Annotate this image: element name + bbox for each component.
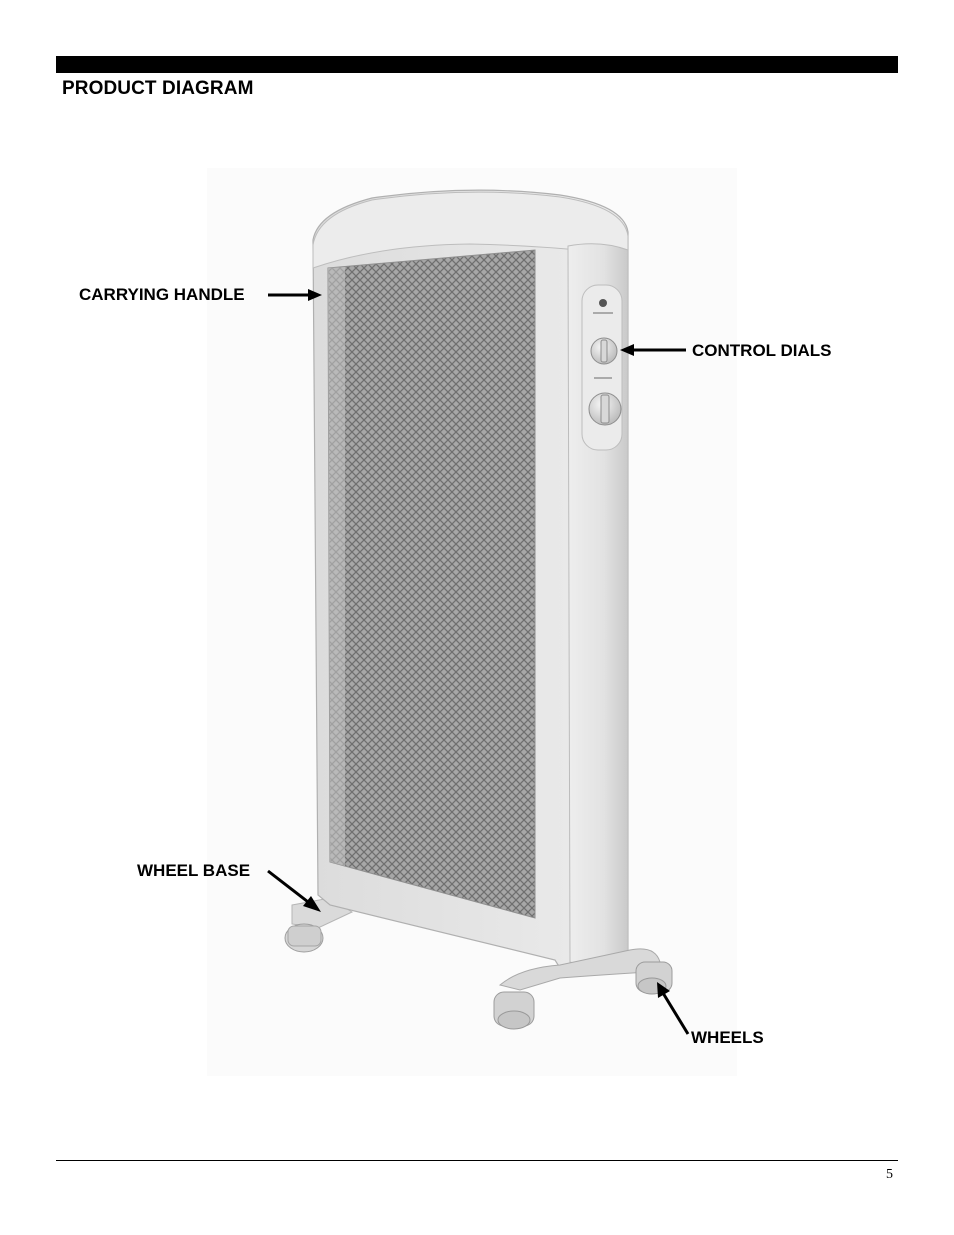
arrowhead-wheels	[657, 982, 670, 998]
mesh-grille	[327, 249, 536, 919]
footer-rule	[56, 1160, 898, 1161]
callout-wheels: WHEELS	[691, 1028, 764, 1047]
callout-carrying-handle: CARRYING HANDLE	[79, 285, 245, 304]
arrow-wheel-base	[267, 869, 313, 907]
arrowhead-control-dials	[620, 344, 634, 356]
callout-control-dials: CONTROL DIALS	[692, 341, 832, 360]
page-title: PRODUCT DIAGRAM	[62, 78, 254, 99]
callout-wheel-base: WHEEL BASE	[137, 861, 251, 880]
front-wheel-base	[493, 948, 673, 1030]
header-rule	[56, 56, 898, 73]
arrowhead-wheel-base	[303, 896, 321, 912]
arrow-wheels	[661, 992, 690, 1035]
callout-arrows	[267, 293, 690, 1035]
control-panel	[581, 284, 623, 451]
page-number: 5	[886, 1167, 893, 1182]
arrowhead-carrying-handle	[308, 289, 322, 301]
grille-highlight	[328, 267, 345, 866]
arrow-heads	[303, 289, 670, 998]
rear-wheel-base	[284, 897, 354, 953]
